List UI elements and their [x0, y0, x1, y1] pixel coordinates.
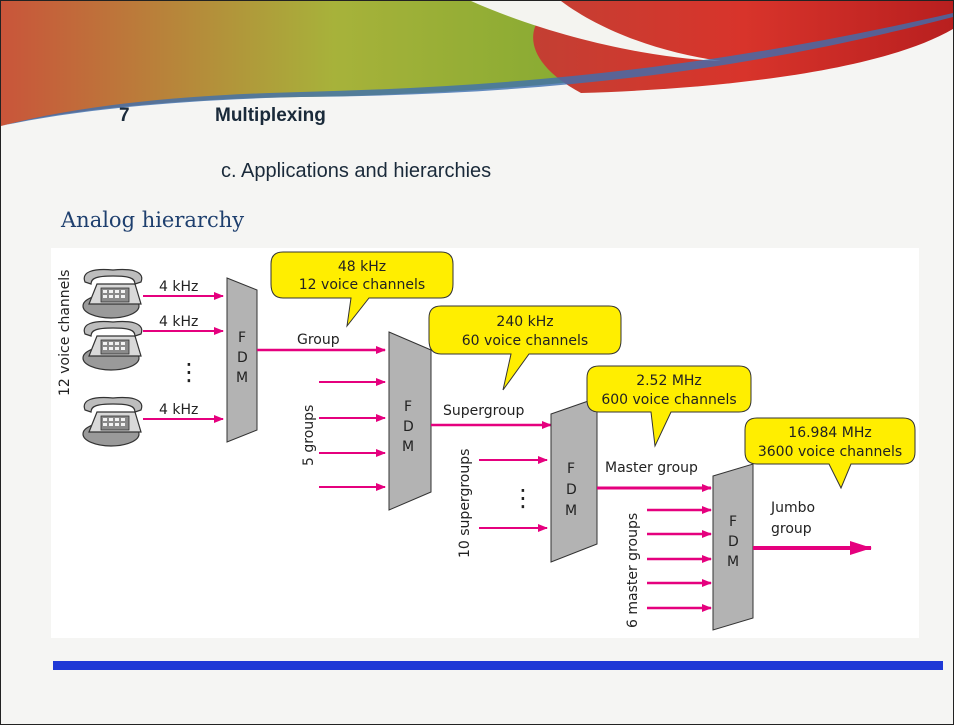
fdm-letter: D [566, 482, 577, 498]
fdm-multiplexer-2: F D M [388, 331, 432, 511]
analog-hierarchy-diagram: 12 voice channels ⋮ 4 kHz 4 kHz 4 kHz F … [51, 248, 919, 638]
fdm-letter: D [237, 350, 248, 366]
jumbo-group-label: Jumbo [770, 500, 815, 516]
telephone-icon [82, 320, 143, 371]
jumbo-group-label: group [771, 521, 812, 537]
callout-master-group-bandwidth: 2.52 MHz 600 voice channels [586, 365, 752, 448]
callout-jumbo-group-bandwidth: 16.984 MHz 3600 voice channels [744, 417, 916, 490]
fdm-multiplexer-3: F D M [550, 397, 598, 563]
fdm-letter: M [565, 503, 577, 519]
input-label-4khz: 4 kHz [159, 279, 198, 295]
master-group-label: Master group [605, 460, 698, 476]
callout-supergroup-bandwidth: 240 kHz 60 voice channels [428, 305, 622, 391]
callout-line: 16.984 MHz [788, 425, 871, 441]
bottom-accent-bar [53, 661, 943, 670]
callout-line: 12 voice channels [299, 277, 425, 293]
fdm-multiplexer-1: F D M [226, 277, 258, 443]
callout-line: 3600 voice channels [758, 444, 902, 460]
slide-subtitle: c. Applications and hierarchies [221, 160, 492, 182]
fdm-letter: F [404, 399, 412, 415]
section-heading: Analog hierarchy [61, 208, 245, 232]
fdm-letter: F [567, 461, 575, 477]
ten-supergroups-label: 10 supergroups [457, 449, 473, 558]
voice-channels-axis-label: 12 voice channels [57, 270, 73, 396]
callout-line: 48 kHz [338, 259, 386, 275]
slide-number: 7 [119, 105, 130, 126]
telephone-icon [82, 396, 143, 447]
fdm-letter: D [728, 534, 739, 550]
fdm-letter: D [403, 419, 414, 435]
callout-line: 60 voice channels [462, 333, 588, 349]
five-groups-label: 5 groups [301, 405, 317, 466]
supergroup-label: Supergroup [443, 403, 525, 419]
fdm-letter: M [236, 370, 248, 386]
supergroups-ellipsis: ⋮ [511, 484, 535, 512]
header-banner [1, 1, 953, 126]
fdm-letter: M [727, 554, 739, 570]
fdm-multiplexer-4: F D M [712, 463, 754, 631]
slide-title: Multiplexing [215, 105, 326, 126]
fdm-letter: F [729, 514, 737, 530]
callout-group-bandwidth: 48 kHz 12 voice channels [270, 251, 454, 328]
input-label-4khz: 4 kHz [159, 314, 198, 330]
input-label-4khz: 4 kHz [159, 402, 198, 418]
fdm-letter: F [238, 330, 246, 346]
six-master-groups-label: 6 master groups [625, 513, 641, 628]
callout-line: 240 kHz [496, 314, 553, 330]
telephone-icon [82, 268, 143, 319]
callout-line: 2.52 MHz [636, 373, 702, 389]
group-label: Group [297, 332, 340, 348]
phones-ellipsis: ⋮ [177, 358, 201, 386]
fdm-letter: M [402, 439, 414, 455]
callout-line: 600 voice channels [601, 392, 736, 408]
